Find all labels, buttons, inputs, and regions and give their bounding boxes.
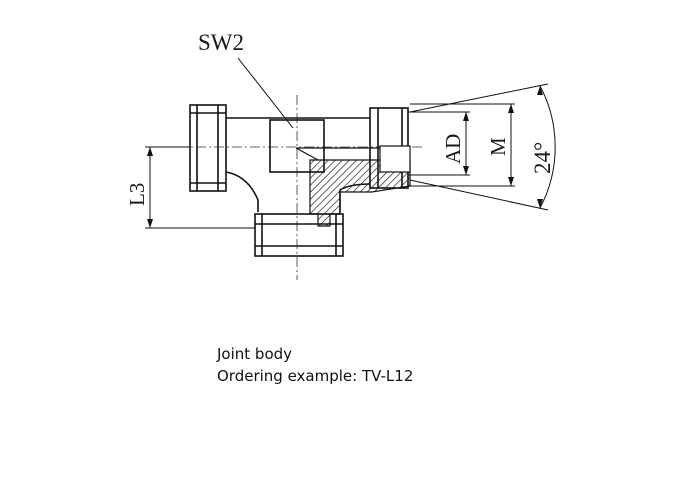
label-angle-24: 24° [530, 142, 555, 174]
sectioned-bore [295, 145, 411, 227]
label-m: M [486, 137, 510, 156]
fitting-technical-drawing: SW2 L3 AD M 24° [125, 30, 556, 280]
label-l3: L3 [125, 183, 149, 206]
caption-ordering-example: Ordering example: TV-L12 [217, 367, 414, 385]
dimension-arrows [147, 86, 543, 228]
dimension-lines [145, 57, 556, 229]
caption: Joint body Ordering example: TV-L12 [217, 343, 413, 387]
label-sw2: SW2 [198, 30, 244, 55]
label-ad: AD [441, 134, 465, 164]
caption-title: Joint body [217, 345, 293, 363]
